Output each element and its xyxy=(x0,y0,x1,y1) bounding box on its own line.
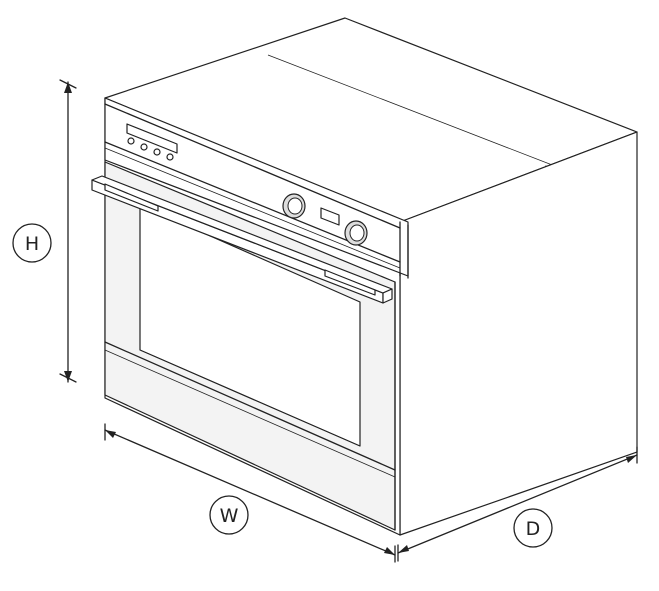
button-icon xyxy=(166,153,174,161)
depth-arrow-right xyxy=(626,455,637,463)
width-dimension: W xyxy=(104,423,396,563)
control-panel-top-trim xyxy=(104,103,401,229)
height-dimension: H xyxy=(12,79,77,383)
timer-display xyxy=(320,207,340,226)
depth-dimension: D xyxy=(397,446,638,562)
height-arrow-bottom xyxy=(64,371,72,382)
button-icon xyxy=(127,137,135,145)
width-label-circle xyxy=(209,495,249,535)
window-inner-shadow xyxy=(139,205,361,447)
height-label-circle xyxy=(12,223,52,263)
width-arrow-left xyxy=(105,430,116,438)
cabinet-body xyxy=(104,17,638,536)
depth-label-circle xyxy=(513,508,553,548)
width-dimension-line xyxy=(104,429,396,556)
width-arrow-right xyxy=(384,547,395,555)
door-handle xyxy=(91,175,393,304)
handle-bracket-right xyxy=(324,269,376,296)
door-lower-trim-inner xyxy=(104,349,396,478)
button-icon xyxy=(153,148,161,156)
height-label: H xyxy=(25,233,39,255)
door-lower-trim xyxy=(104,341,396,471)
depth-label: D xyxy=(526,518,541,540)
display-window xyxy=(126,123,178,154)
top-panel-edge xyxy=(267,54,561,169)
left-knob xyxy=(282,193,306,219)
depth-dimension-line xyxy=(397,454,638,554)
height-arrow-top xyxy=(64,82,72,93)
control-buttons xyxy=(127,137,174,161)
width-label: W xyxy=(220,505,239,527)
right-knob xyxy=(344,220,368,246)
handle-bracket-left xyxy=(104,183,159,212)
oven-front xyxy=(91,97,409,536)
button-icon xyxy=(140,143,148,151)
control-panel-divider-inner xyxy=(104,147,401,269)
depth-arrow-left xyxy=(398,545,409,553)
